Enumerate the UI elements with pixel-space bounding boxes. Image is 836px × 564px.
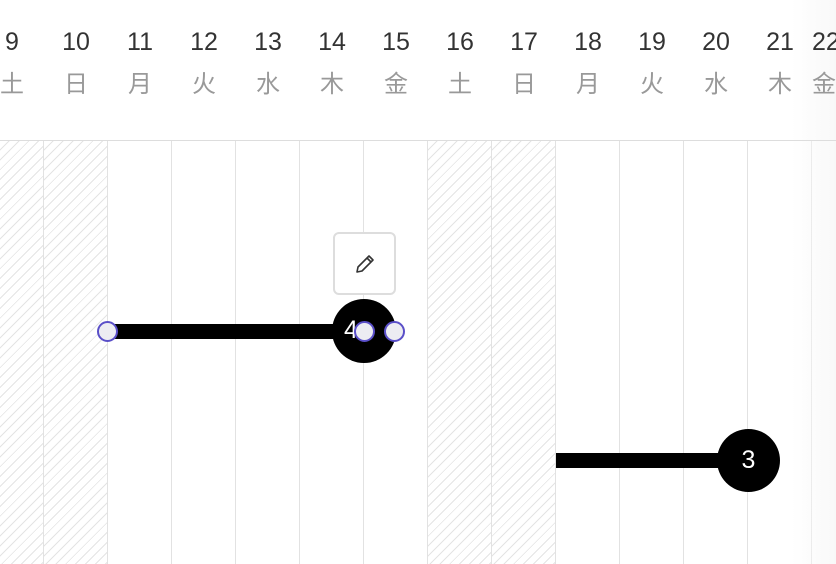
day-header: 15 金	[364, 28, 428, 99]
weekday-label: 土	[0, 71, 24, 98]
end-drag-handle[interactable]	[354, 321, 375, 342]
weekend-column[interactable]	[492, 141, 556, 564]
day-number: 16	[446, 28, 474, 56]
day-number: 19	[638, 28, 666, 56]
day-number: 18	[574, 28, 602, 56]
weekday-label: 土	[448, 71, 472, 98]
pencil-icon	[355, 254, 374, 273]
day-header: 17 日	[492, 28, 556, 99]
day-number: 20	[702, 28, 730, 56]
weekday-label: 金	[384, 71, 408, 98]
day-number: 15	[382, 28, 410, 56]
task-number: 4	[344, 316, 358, 344]
day-column[interactable]	[684, 141, 748, 564]
day-column[interactable]	[364, 141, 428, 564]
task-number: 3	[741, 446, 756, 474]
day-column[interactable]	[556, 141, 620, 564]
day-number: 21	[766, 28, 794, 56]
day-column[interactable]	[172, 141, 236, 564]
day-number: 12	[190, 28, 218, 56]
weekday-label: 日	[512, 71, 536, 98]
day-column[interactable]	[620, 141, 684, 564]
day-number: 17	[510, 28, 538, 56]
day-number: 14	[318, 28, 346, 56]
day-column[interactable]	[108, 141, 172, 564]
weekend-column[interactable]	[428, 141, 492, 564]
timeline-grid	[0, 141, 836, 564]
weekday-label: 金	[812, 71, 836, 98]
day-number: 9	[5, 28, 19, 56]
weekday-label: 月	[576, 71, 600, 98]
edit-button[interactable]	[333, 232, 396, 295]
day-header: 13 水	[236, 28, 300, 99]
weekday-label: 月	[128, 71, 152, 98]
task-marker-3[interactable]: 3	[717, 429, 780, 492]
weekday-label: 木	[768, 71, 792, 98]
weekend-column[interactable]	[44, 141, 108, 564]
day-header: 19 火	[620, 28, 684, 99]
day-header: 14 木	[300, 28, 364, 99]
weekend-column[interactable]	[0, 141, 44, 564]
scroll-fade	[791, 0, 836, 564]
day-header: 12 火	[172, 28, 236, 99]
weekday-label: 火	[640, 71, 664, 98]
day-number: 10	[62, 28, 90, 56]
task-bar-4[interactable]	[107, 324, 365, 339]
day-header: 22 金	[812, 28, 836, 99]
weekday-label: 火	[192, 71, 216, 98]
day-column[interactable]	[236, 141, 300, 564]
weekday-label: 水	[704, 71, 728, 98]
day-number: 22	[812, 28, 836, 56]
weekday-label: 木	[320, 71, 344, 98]
day-header: 18 月	[556, 28, 620, 99]
start-drag-handle[interactable]	[97, 321, 118, 342]
weekday-label: 日	[64, 71, 88, 98]
task-bar-3[interactable]	[556, 453, 748, 468]
day-header: 11 月	[108, 28, 172, 99]
day-header: 10 日	[44, 28, 108, 99]
day-header: 16 土	[428, 28, 492, 99]
day-header: 21 木	[748, 28, 812, 99]
day-number: 11	[127, 28, 153, 56]
day-header: 20 水	[684, 28, 748, 99]
day-number: 13	[254, 28, 282, 56]
extend-drag-handle[interactable]	[384, 321, 405, 342]
weekday-label: 水	[256, 71, 280, 98]
